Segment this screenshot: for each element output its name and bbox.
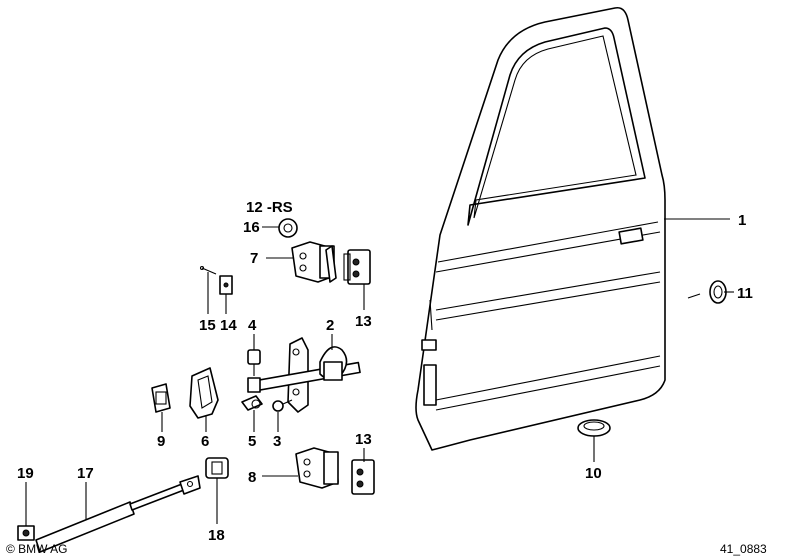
label-part-6: 6 [201,433,209,450]
door-check-part-2 [247,337,361,413]
label-part-10: 10 [585,465,602,482]
label-part-15: 15 [199,317,216,334]
clip-part-14 [219,275,233,295]
label-part-13-lower: 13 [355,431,372,448]
label-part-11: 11 [737,285,753,302]
label-part-8: 8 [248,469,256,486]
upper-hinge-part-7 [291,241,337,283]
hinge-plate-part-13-upper [343,249,371,285]
bolt-part-4 [247,349,261,376]
door-shell [415,6,666,451]
label-part-3: 3 [273,433,281,450]
gas-strut-part-17 [35,475,201,553]
drawing-number: 41_0883 [720,542,767,556]
leader-lines [25,218,734,526]
frame-part-6 [189,367,219,419]
end-fitting-part-19 [17,525,35,541]
label-part-7: 7 [250,250,258,267]
label-part-4: 4 [248,317,257,334]
label-part-17: 17 [77,465,94,482]
copyright-text: © BMW AG [6,542,68,556]
screw-part-3 [272,399,293,412]
label-part-5: 5 [248,433,256,450]
label-part-16: 16 [243,219,260,236]
label-part-2: 2 [326,317,334,334]
label-part-1: 1 [738,212,746,229]
part-labels: 1 2 3 4 5 6 7 8 9 10 11 12 -RS 13 13 14 … [17,199,753,544]
label-part-12-rs: 12 -RS [246,199,293,216]
washer-part-5 [241,395,263,411]
hinge-plate-part-13-lower [351,459,375,495]
plug-part-10 [577,419,611,437]
label-part-13-upper: 13 [355,313,372,330]
grommet-part-11 [687,280,727,304]
label-part-14: 14 [220,317,237,334]
plug-part-9 [151,383,171,413]
nut-part-16 [278,218,298,238]
bushing-part-18 [205,457,229,479]
lower-hinge-part-8 [295,447,339,489]
label-part-9: 9 [157,433,165,450]
label-part-18: 18 [208,527,225,544]
label-part-19: 19 [17,465,34,482]
pin-part-15 [199,265,217,275]
